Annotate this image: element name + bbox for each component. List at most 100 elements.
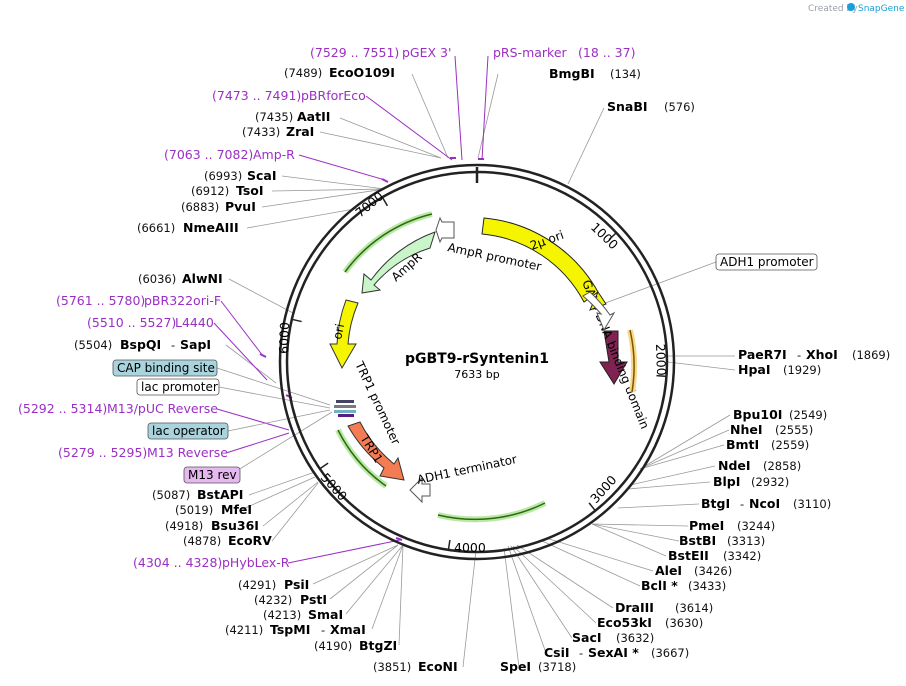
enzyme-pos: (4291) (238, 578, 276, 592)
enzyme-name: SexAI * (588, 645, 639, 660)
primer-leaders (213, 55, 489, 564)
box-label-cap-binding-site: CAP binding site (117, 361, 215, 375)
tick-label-3000: 3000 (587, 472, 619, 506)
enzyme-name: Eco53kI (597, 615, 652, 630)
primer-range: (5761 .. 5780) (56, 293, 145, 308)
enzyme-pos: (1929) (783, 363, 821, 377)
tick-label-4000: 4000 (454, 540, 486, 555)
plasmid-length: 7633 bp (454, 368, 499, 381)
primer-name: pRS-marker (493, 45, 568, 60)
enzyme-name: MfeI (221, 502, 252, 517)
enzyme-name: AatII (297, 109, 330, 124)
enzyme-labels-right: BmgBI (134) SnaBI (576) PaeR7I - XhoI (1… (500, 66, 890, 674)
enzyme-name: ZraI (286, 124, 314, 139)
enzyme-pos: (4918) (165, 519, 203, 533)
enzyme-pos: (3614) (675, 601, 713, 615)
enzyme-name: NcoI (749, 496, 780, 511)
svg-text:-: - (171, 338, 175, 352)
enzyme-name: ScaI (247, 168, 277, 183)
scale-tick-mark (319, 462, 329, 470)
svg-text:-: - (797, 348, 801, 362)
enzyme-pos: (5019) (175, 503, 213, 517)
enzyme-pos: (7433) (242, 125, 280, 139)
primer-labels: (7529 .. 7551) pGEX 3' pRS-marker (18 ..… (18, 45, 635, 570)
primer-range: (5510 .. 5527) (87, 315, 176, 330)
enzyme-pos: (6883) (181, 200, 219, 214)
tick-label-6000: 6000 (276, 322, 292, 354)
enzyme-pos: (6661) (137, 221, 175, 235)
primer-range: (7063 .. 7082) (164, 147, 253, 162)
svg-text:-: - (740, 497, 744, 511)
enzyme-name: BstAPI (197, 487, 243, 502)
enzyme-name: HpaI (738, 362, 771, 377)
box-label-lac-promoter: lac promoter (141, 380, 218, 394)
enzyme-pos: (4213) (263, 608, 301, 622)
plasmid-name: pGBT9-rSyntenin1 (405, 351, 549, 367)
enzyme-name: BstBI (679, 533, 716, 548)
enzyme-pos: (5087) (152, 488, 190, 502)
primer-range: (4304 .. 4328) (133, 555, 222, 570)
enzyme-pos: (4232) (254, 593, 292, 607)
enzyme-name: PstI (300, 592, 327, 607)
svg-text:-: - (579, 646, 583, 660)
enzyme-name: TspMI (270, 622, 310, 637)
primer-arrow-ticks (259, 157, 484, 541)
box-label-lac-operator: lac operator (152, 424, 225, 438)
primer-range: (5279 .. 5295) (58, 445, 147, 460)
scale-tick-mark (447, 539, 451, 550)
green-arcs (335, 211, 638, 523)
enzyme-pos: (3630) (665, 616, 703, 630)
enzyme-name: BtgZI (359, 638, 397, 653)
enzyme-name: DraIII (615, 600, 654, 615)
box-label-adh1-promoter: ADH1 promoter (720, 255, 814, 269)
enzyme-pos: (7489) (284, 66, 322, 80)
enzyme-pos: (3433) (688, 579, 726, 593)
enzyme-pos: (1869) (852, 348, 890, 362)
enzyme-pos: (2549) (789, 408, 827, 422)
enzyme-pos: (5504) (74, 338, 112, 352)
primer-name: L4440 (175, 315, 214, 330)
primer-range: (5292 .. 5314) (18, 401, 107, 416)
lac-region-markers (334, 400, 356, 417)
feature-adh1-terminator: ADH1 terminator (409, 452, 518, 504)
primer-name: pBR322ori-F (144, 293, 221, 308)
enzyme-name: BtgI (701, 496, 730, 511)
enzyme-pos: (3426) (694, 564, 732, 578)
enzyme-name: PvuI (225, 199, 256, 214)
enzyme-pos: (3667) (651, 646, 689, 660)
enzyme-pos: (3110) (793, 497, 831, 511)
enzyme-name: AlwNI (182, 271, 223, 286)
box-label-m13-rev: M13 rev (188, 468, 237, 482)
primer-name: pGEX 3' (402, 45, 451, 60)
snapgene-logo-icon (847, 3, 855, 11)
enzyme-name: AleI (655, 563, 682, 578)
enzyme-pos: (134) (610, 67, 641, 81)
enzyme-name: BmgBI (549, 66, 595, 81)
leader-lines (225, 73, 736, 668)
enzyme-name: BlpI (713, 474, 740, 489)
boxed-labels: CAP binding site lac promoter lac operat… (112, 253, 818, 484)
enzyme-pos: (3244) (737, 519, 775, 533)
primer-range: (7473 .. 7491) (212, 88, 301, 103)
enzyme-pos: (2555) (775, 423, 813, 437)
scale-tick-mark (588, 502, 596, 512)
enzyme-name: BclI * (641, 578, 678, 593)
enzyme-name: SacI (572, 630, 602, 645)
enzyme-pos: (4878) (183, 534, 221, 548)
enzyme-name: SpeI (500, 659, 531, 674)
enzyme-name: PsiI (284, 577, 309, 592)
feature-label-ori: ori (330, 322, 347, 340)
enzyme-name: BstEII (668, 548, 709, 563)
enzyme-name: BmtI (726, 437, 759, 452)
enzyme-name: Bsu36I (211, 518, 259, 533)
plasmid-backbone (278, 163, 676, 561)
feature-ori: ori (329, 299, 359, 370)
enzyme-pos: (3313) (727, 534, 765, 548)
enzyme-name: EcoO109I (329, 65, 395, 80)
enzyme-name: EcoRV (228, 533, 272, 548)
enzyme-name: NdeI (718, 458, 751, 473)
enzyme-pos: (6993) (204, 169, 242, 183)
primer-range: (7529 .. 7551) (310, 45, 399, 60)
enzyme-name: SmaI (308, 607, 343, 622)
